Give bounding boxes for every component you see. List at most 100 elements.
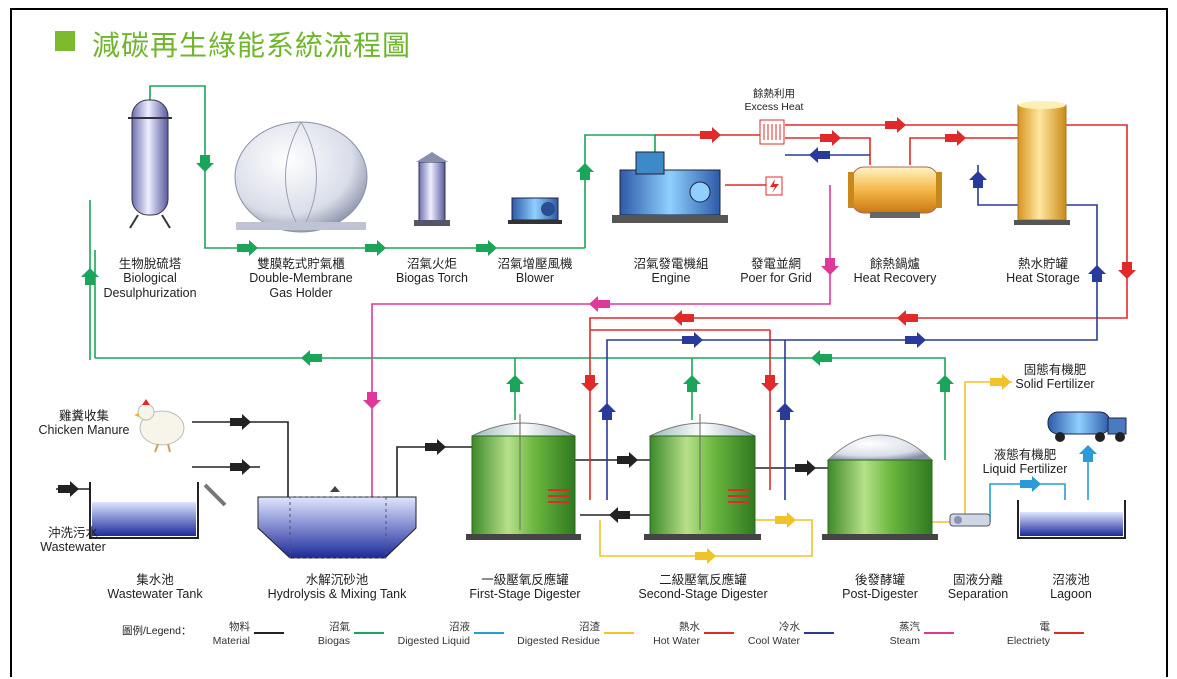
label-zh: 餘熱利用 — [752, 88, 795, 100]
legend-zh: 沼氣 — [329, 621, 350, 633]
legend-item-material: 物料 Material — [195, 620, 250, 648]
lightning-icon — [765, 176, 783, 196]
label-en: Post-Digester — [842, 587, 918, 601]
label-zh: 固態有機肥 — [1023, 362, 1087, 377]
label-biogas-torch: 沼氣火炬 Biogas Torch — [396, 256, 468, 286]
residue-arrow — [695, 548, 716, 564]
label-en: Separation — [947, 587, 1009, 601]
label-hydrolysis: 水解沉砂池 Hydrolysis & Mixing Tank — [268, 572, 407, 602]
label-zh: 一級壓氧反應罐 — [481, 572, 569, 587]
material-pipes — [56, 421, 830, 516]
legend-en: Biogas — [317, 635, 350, 647]
label-en: Liquid Fertilizer — [982, 462, 1068, 476]
heat-recovery-icon — [848, 166, 942, 218]
hydrolysis-tank-icon — [257, 486, 417, 559]
legend-item-electric: 電 Electriety — [995, 620, 1050, 648]
label-zh: 沼液池 — [1052, 572, 1090, 587]
label-zh: 沼氣增壓風機 — [497, 256, 573, 271]
label-en: Wastewater Tank — [107, 587, 203, 601]
first-digester-icon — [466, 414, 581, 540]
legend-swatch-material — [254, 632, 284, 634]
legend-zh: 電 — [1039, 621, 1051, 633]
legend-swatch-electric — [1054, 632, 1084, 634]
label-en: Biogas Torch — [395, 271, 469, 285]
biogas-arrow — [936, 375, 954, 392]
label-en: Engine — [651, 271, 691, 285]
label-en: Blower — [515, 271, 555, 285]
label-en: Biological — [123, 271, 177, 285]
label-bio-desulph: 生物脫硫塔 Biological Desulphurization — [103, 256, 196, 301]
legend-zh: 沼渣 — [579, 621, 600, 633]
legend-swatch-residue — [604, 632, 634, 634]
flow-arrows — [58, 117, 1136, 564]
lagoon-icon — [1017, 500, 1126, 539]
legend-swatch-liquid — [474, 632, 504, 634]
steam-arrow — [363, 392, 381, 409]
label-zh: 生物脫硫塔 — [118, 256, 182, 271]
hot-water-arrow — [673, 310, 694, 326]
desulphurization-tower-icon — [128, 99, 172, 229]
separator-icon — [949, 513, 991, 527]
biogas-arrow — [301, 350, 322, 366]
legend-zh: 沼液 — [449, 621, 470, 633]
cool-water-arrow — [905, 332, 926, 348]
residue-arrow — [990, 374, 1011, 390]
label-post-digester: 後發酵罐 Post-Digester — [842, 572, 918, 602]
label-en: Heat Recovery — [853, 271, 937, 285]
label-zh: 固液分離 — [952, 572, 1003, 587]
label-zh: 水解沉砂池 — [305, 572, 369, 587]
label-zh: 餘熱鍋爐 — [869, 256, 920, 271]
material-arrow — [230, 414, 251, 430]
label-engine: 沼氣發電機組 Engine — [633, 256, 708, 286]
legend-title: 圖例/Legend： — [122, 625, 192, 637]
heat-exchanger-icon — [759, 119, 785, 145]
cool-water-arrow — [809, 147, 830, 163]
label-solid-fertilizer: 固態有機肥 Solid Fertilizer — [1015, 362, 1094, 392]
label-en: Solid Fertilizer — [1015, 377, 1095, 391]
material-arrow — [609, 507, 630, 523]
cool-water-arrow — [598, 403, 616, 420]
label-lagoon: 沼液池 Lagoon — [1050, 572, 1092, 602]
legend-item-cool: 冷水 Cool Water — [735, 620, 800, 648]
label-zh: 後發酵罐 — [854, 572, 906, 587]
biogas-arrow — [476, 240, 497, 256]
hot-water-arrow — [581, 375, 599, 392]
steam-pipe — [371, 185, 831, 505]
label-zh: 發電並網 — [750, 256, 801, 271]
label-separation: 固液分離 Separation — [948, 572, 1008, 602]
liquid-arrow — [1020, 476, 1041, 492]
label-zh: 沼氣發電機組 — [633, 256, 709, 271]
cool-water-arrow — [1088, 265, 1106, 282]
hot-water-arrow — [1118, 262, 1136, 279]
material-arrow — [617, 452, 638, 468]
label-en: Chicken Manure — [38, 423, 130, 437]
title-square-icon — [55, 31, 75, 51]
legend-item-residue: 沼渣 Digested Residue — [500, 620, 600, 648]
biogas-arrow — [81, 268, 99, 285]
label-liquid-fertilizer: 液態有機肥 Liquid Fertilizer — [983, 447, 1068, 477]
hydrolysis-to-digester — [396, 446, 475, 500]
steam-pipes — [371, 185, 831, 505]
post-digester-icon — [822, 434, 938, 540]
legend-item-steam: 蒸汽 Steam — [870, 620, 920, 648]
steam-arrow — [821, 258, 839, 275]
label-zh: 熱水貯罐 — [1017, 256, 1069, 271]
biogas-arrow — [365, 240, 386, 256]
hot-water-arrow — [885, 117, 906, 133]
steam-arrow — [589, 296, 610, 312]
label-en: Desulphurization — [103, 286, 197, 300]
label-first-digester: 一級壓氧反應罐 First-Stage Digester — [469, 572, 580, 602]
legend-swatch-biogas — [354, 632, 384, 634]
label-en: First-Stage Digester — [469, 587, 581, 601]
wastewater-tank-icon — [89, 482, 227, 539]
label-second-digester: 二級壓氧反應罐 Second-Stage Digester — [638, 572, 767, 602]
legend-swatch-steam — [924, 632, 954, 634]
hot-water-arrow — [700, 127, 721, 143]
label-zh: 沖洗污水 — [47, 525, 98, 540]
biogas-torch-icon — [414, 152, 450, 226]
label-en: Excess Heat — [744, 101, 804, 113]
cool-water-arrow — [969, 171, 987, 188]
blower-icon — [508, 197, 562, 224]
label-excess-heat: 餘熱利用 Excess Heat — [745, 88, 804, 114]
label-en: Gas Holder — [269, 286, 333, 300]
